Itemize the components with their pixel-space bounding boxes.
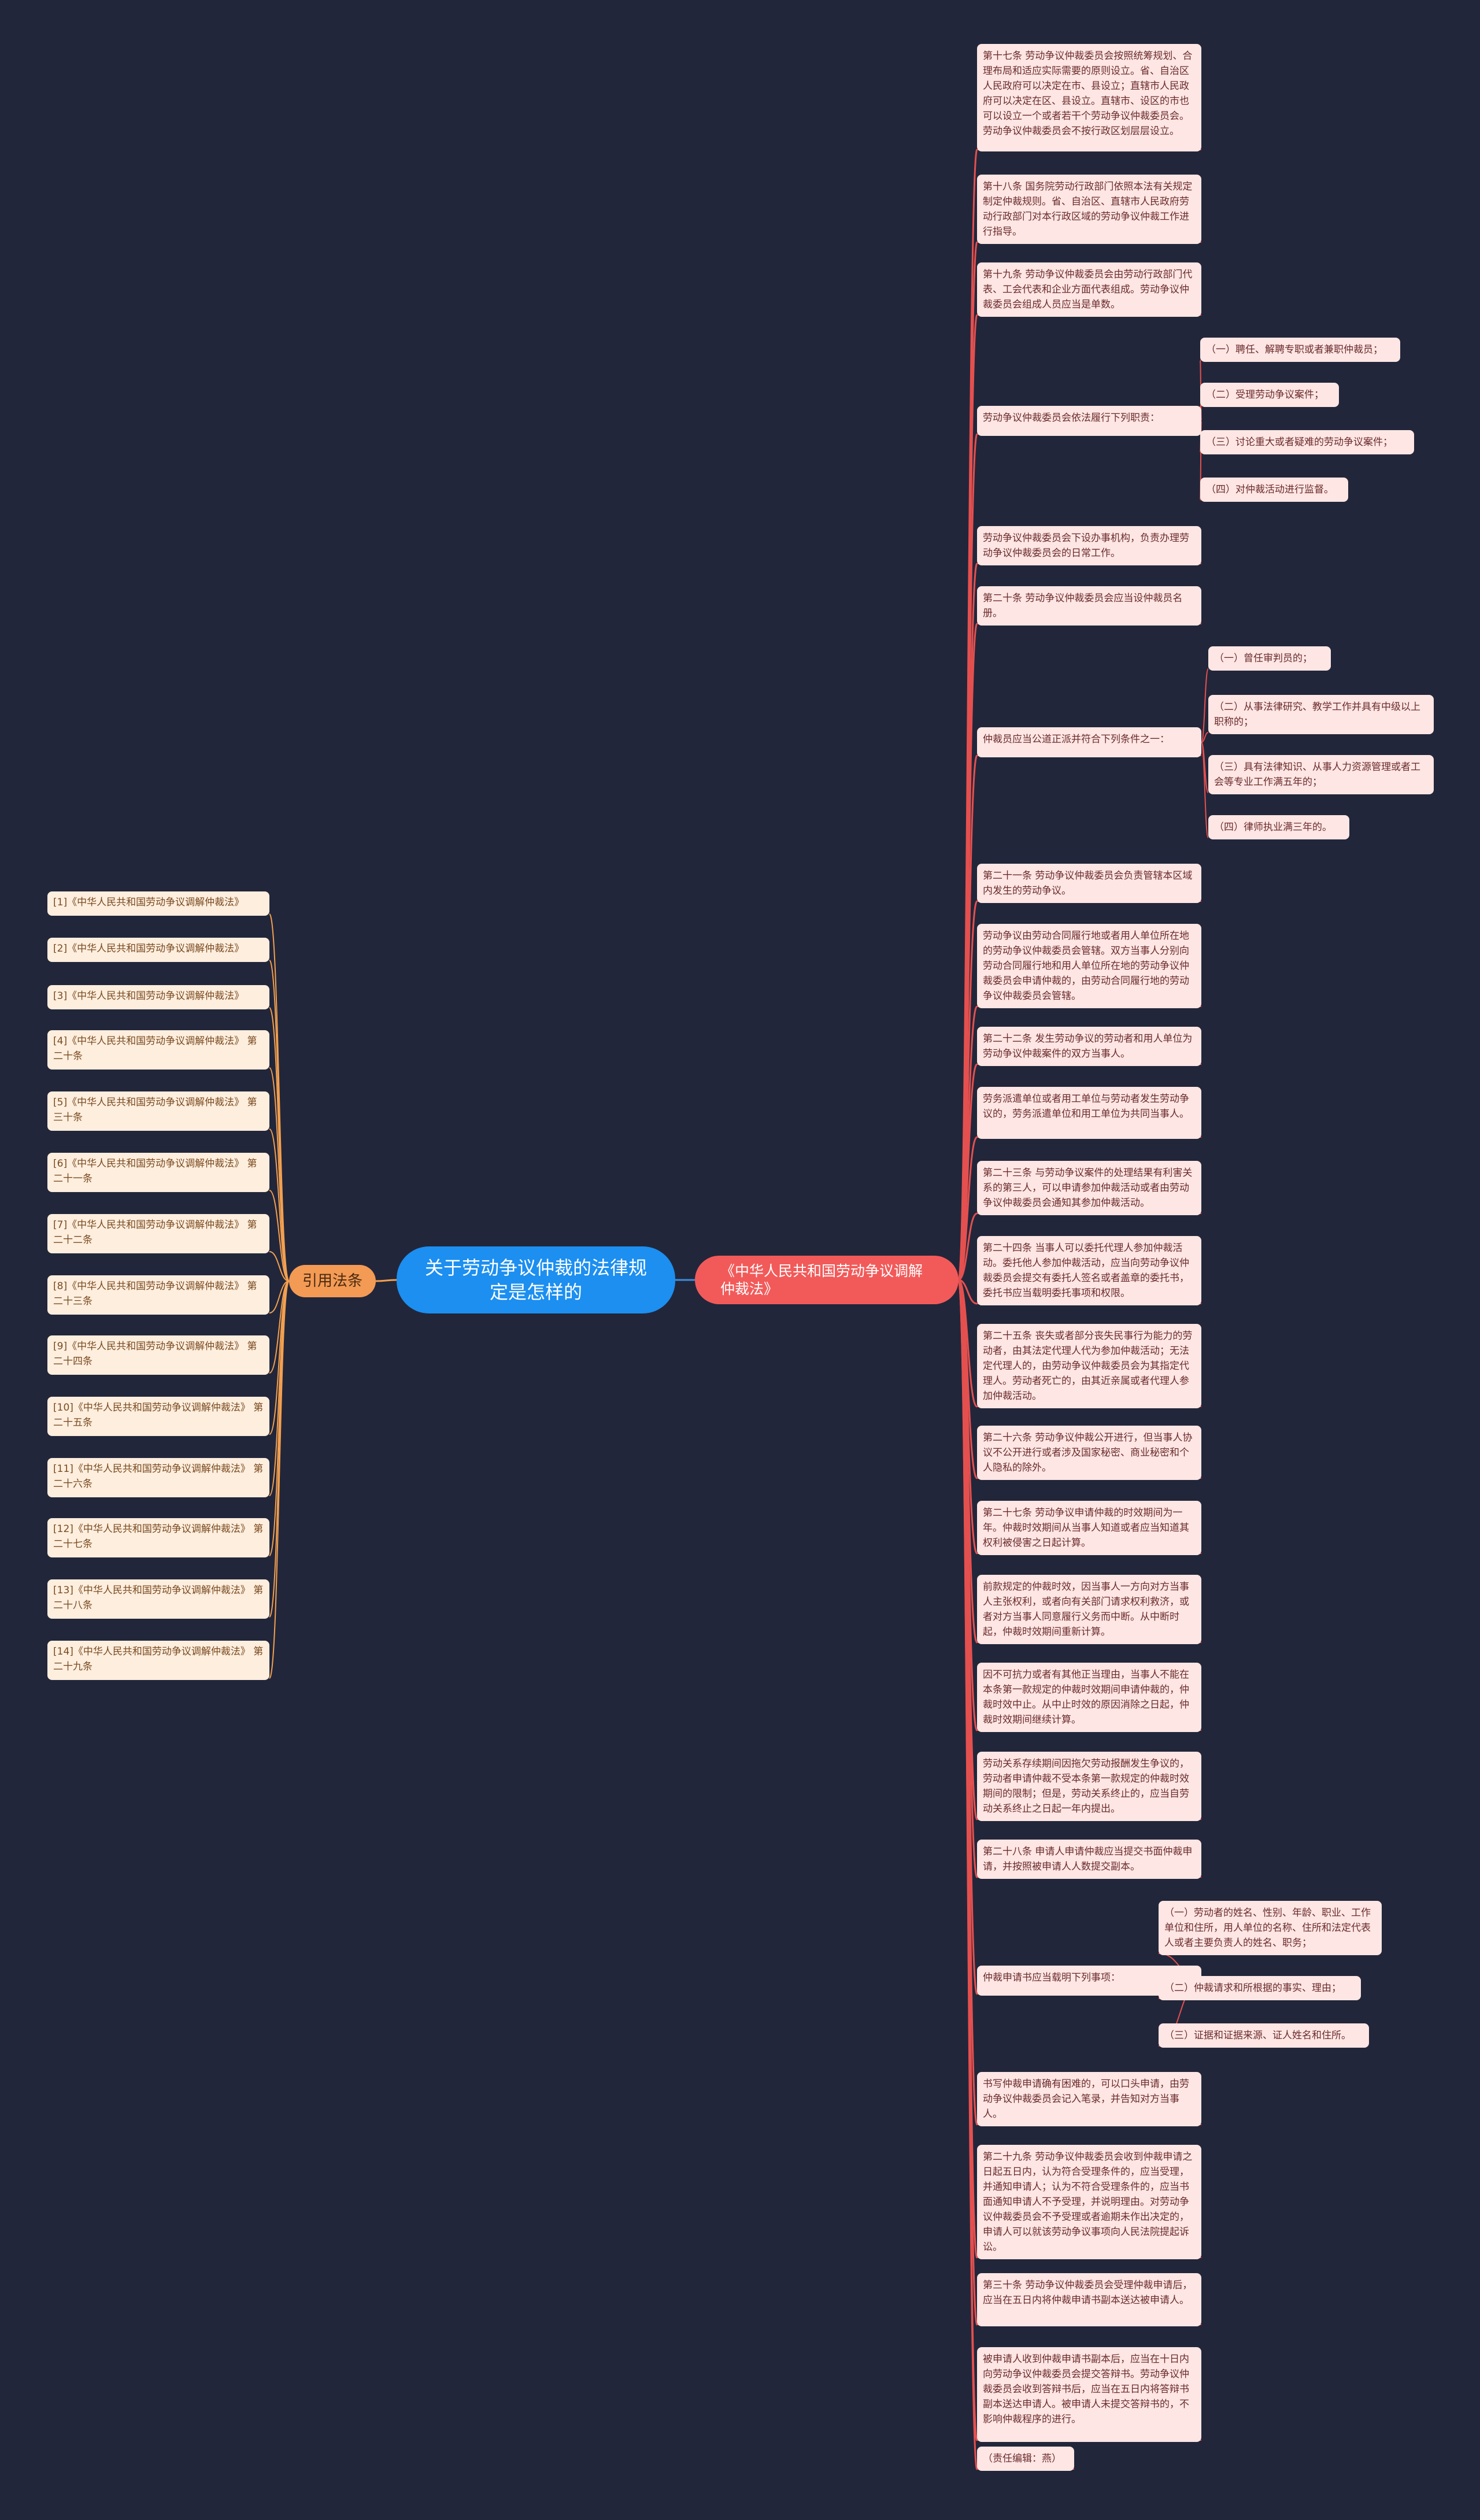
- citation-link-line: [269, 1251, 290, 1282]
- sub-item-node[interactable]: （二）受理劳动争议案件；: [1200, 383, 1339, 407]
- law-article-node[interactable]: 前款规定的仲裁时效，因当事人一方向对方当事人主张权利，或者向有关部门请求权利救济…: [977, 1575, 1201, 1644]
- citation-node[interactable]: [12]《中华人民共和国劳动争议调解仲裁法》 第二十七条: [47, 1518, 269, 1557]
- citation-node[interactable]: [10]《中华人民共和国劳动争议调解仲裁法》 第二十五条: [47, 1397, 269, 1436]
- citation-node[interactable]: [4]《中华人民共和国劳动争议调解仲裁法》 第二十条: [47, 1030, 269, 1070]
- law-article-node[interactable]: 劳务派遣单位或者用工单位与劳动者发生劳动争议的，劳务派遣单位和用工单位为共同当事…: [977, 1087, 1201, 1139]
- main-topic-citations[interactable]: 引用法条: [289, 1265, 376, 1297]
- law-article-node[interactable]: 第二十三条 与劳动争议案件的处理结果有利害关系的第三人，可以申请参加仲裁活动或者…: [977, 1161, 1201, 1215]
- law-article-node[interactable]: 第二十七条 劳动争议申请仲裁的时效期间为一年。仲裁时效期间从当事人知道或者应当知…: [977, 1501, 1201, 1555]
- sub-item-node[interactable]: （一）劳动者的姓名、性别、年龄、职业、工作单位和住所，用人单位的名称、住所和法定…: [1159, 1901, 1382, 1955]
- citation-node[interactable]: [13]《中华人民共和国劳动争议调解仲裁法》 第二十八条: [47, 1579, 269, 1619]
- sub-item-node[interactable]: （一）曾任审判员的；: [1208, 646, 1331, 671]
- sub-item-link-line: [1201, 668, 1209, 743]
- citation-node[interactable]: [11]《中华人民共和国劳动争议调解仲裁法》 第二十六条: [47, 1458, 269, 1497]
- sub-item-link-line: [1201, 742, 1209, 838]
- law-article-node[interactable]: 因不可抗力或者有其他正当理由，当事人不能在本条第一款规定的仲裁时效期间申请仲裁的…: [977, 1663, 1201, 1732]
- law-article-node[interactable]: 仲裁员应当公道正派并符合下列条件之一：: [977, 727, 1201, 757]
- citation-link-line: [269, 1128, 290, 1282]
- citation-node[interactable]: [5]《中华人民共和国劳动争议调解仲裁法》 第三十条: [47, 1091, 269, 1131]
- law-article-node[interactable]: 劳动争议由劳动合同履行地或者用人单位所在地的劳动争议仲裁委员会管辖。双方当事人分…: [977, 924, 1201, 1008]
- law-article-node[interactable]: 第二十条 劳动争议仲裁委员会应当设仲裁员名册。: [977, 586, 1201, 626]
- citation-node[interactable]: [9]《中华人民共和国劳动争议调解仲裁法》 第二十四条: [47, 1335, 269, 1375]
- law-article-node[interactable]: 第三十条 劳动争议仲裁委员会受理仲裁申请后，应当在五日内将仲裁申请书副本送达被申…: [977, 2273, 1201, 2326]
- sub-item-link-line: [1201, 732, 1209, 743]
- law-article-node[interactable]: 劳动争议仲裁委员会依法履行下列职责：: [977, 406, 1201, 436]
- citation-node[interactable]: [8]《中华人民共和国劳动争议调解仲裁法》 第二十三条: [47, 1275, 269, 1315]
- root-topic[interactable]: 关于劳动争议仲裁的法律规定是怎样的: [397, 1246, 675, 1313]
- citation-node[interactable]: [2]《中华人民共和国劳动争议调解仲裁法》: [47, 938, 269, 962]
- citation-link-line: [269, 1067, 290, 1282]
- law-link-line: [958, 1212, 978, 1281]
- law-article-node[interactable]: 第二十六条 劳动争议仲裁公开进行，但当事人协议不公开进行或者涉及国家秘密、商业秘…: [977, 1426, 1201, 1480]
- sub-item-node[interactable]: （二）从事法律研究、教学工作并具有中级以上职称的；: [1208, 695, 1434, 734]
- sub-item-node[interactable]: （三）具有法律知识、从事人力资源管理或者工会等专业工作满五年的；: [1208, 755, 1434, 794]
- law-article-node[interactable]: 劳动关系存续期间因拖欠劳动报酬发生争议的，劳动者申请仲裁不受本条第一款规定的仲裁…: [977, 1752, 1201, 1821]
- citation-link-line: [269, 1281, 290, 1313]
- sub-item-node[interactable]: （二）仲裁请求和所根据的事实、理由；: [1159, 1976, 1361, 2000]
- law-article-node[interactable]: 劳动争议仲裁委员会下设办事机构，负责办理劳动争议仲裁委员会的日常工作。: [977, 526, 1201, 565]
- law-article-node[interactable]: 第二十九条 劳动争议仲裁委员会收到仲裁申请之日起五日内，认为符合受理条件的，应当…: [977, 2145, 1201, 2259]
- main-topic-law[interactable]: 《中华人民共和国劳动争议调解仲裁法》: [695, 1256, 959, 1304]
- law-article-node[interactable]: 被申请人收到仲裁申请书副本后，应当在十日内向劳动争议仲裁委员会提交答辩书。劳动争…: [977, 2347, 1201, 2442]
- citation-node[interactable]: [7]《中华人民共和国劳动争议调解仲裁法》 第二十二条: [47, 1214, 269, 1253]
- law-article-node[interactable]: 第二十五条 丧失或者部分丧失民事行为能力的劳动者，由其法定代理人代为参加仲裁活动…: [977, 1324, 1201, 1408]
- citation-node[interactable]: [6]《中华人民共和国劳动争议调解仲裁法》 第二十一条: [47, 1153, 269, 1192]
- law-article-node[interactable]: 第二十二条 发生劳动争议的劳动者和用人单位为劳动争议仲裁案件的双方当事人。: [977, 1027, 1201, 1066]
- law-article-node[interactable]: 第二十四条 当事人可以委托代理人参加仲裁活动。委托他人参加仲裁活动，应当向劳动争…: [977, 1236, 1201, 1305]
- citation-node[interactable]: [1]《中华人民共和国劳动争议调解仲裁法》: [47, 891, 269, 916]
- citation-link-line: [269, 1281, 290, 1679]
- sub-item-node[interactable]: （三）讨论重大或者疑难的劳动争议案件；: [1200, 430, 1414, 454]
- law-article-node[interactable]: （责任编辑：燕）: [977, 2447, 1074, 2471]
- law-article-node[interactable]: 第十八条 国务院劳动行政部门依照本法有关规定制定仲裁规则。省、自治区、直辖市人民…: [977, 175, 1201, 244]
- law-link-line: [958, 1279, 978, 1305]
- law-link-line: [957, 1136, 978, 1281]
- law-article-node[interactable]: 第二十八条 申请人申请仲裁应当提交书面仲裁申请，并按照被申请人人数提交副本。: [977, 1840, 1201, 1879]
- sub-item-node[interactable]: （一）聘任、解聘专职或者兼职仲裁员；: [1200, 338, 1400, 362]
- sub-item-node[interactable]: （四）对仲裁活动进行监督。: [1200, 478, 1348, 502]
- law-article-node[interactable]: 第十九条 劳动争议仲裁委员会由劳动行政部门代表、工会代表和企业方面代表组成。劳动…: [977, 262, 1201, 317]
- law-article-node[interactable]: 书写仲裁申请确有困难的，可以口头申请，由劳动争议仲裁委员会记入笔录，并告知对方当…: [977, 2072, 1201, 2126]
- law-article-node[interactable]: 第十七条 劳动争议仲裁委员会按照统筹规划、合理布局和适应实际需要的原则设立。省、…: [977, 44, 1201, 151]
- citation-link-line: [269, 1281, 290, 1374]
- sub-item-node[interactable]: （四）律师执业满三年的。: [1208, 815, 1349, 839]
- citation-node[interactable]: [3]《中华人民共和国劳动争议调解仲裁法》: [47, 985, 269, 1009]
- law-link-line: [957, 1279, 978, 2470]
- root-to-citations-line: [375, 1279, 397, 1282]
- citation-node[interactable]: [14]《中华人民共和国劳动争议调解仲裁法》 第二十九条: [47, 1641, 269, 1680]
- law-article-node[interactable]: 第二十一条 劳动争议仲裁委员会负责管辖本区域内发生的劳动争议。: [977, 864, 1201, 903]
- sub-item-node[interactable]: （三）证据和证据来源、证人姓名和住所。: [1159, 2023, 1369, 2048]
- citation-link-line: [269, 1190, 290, 1282]
